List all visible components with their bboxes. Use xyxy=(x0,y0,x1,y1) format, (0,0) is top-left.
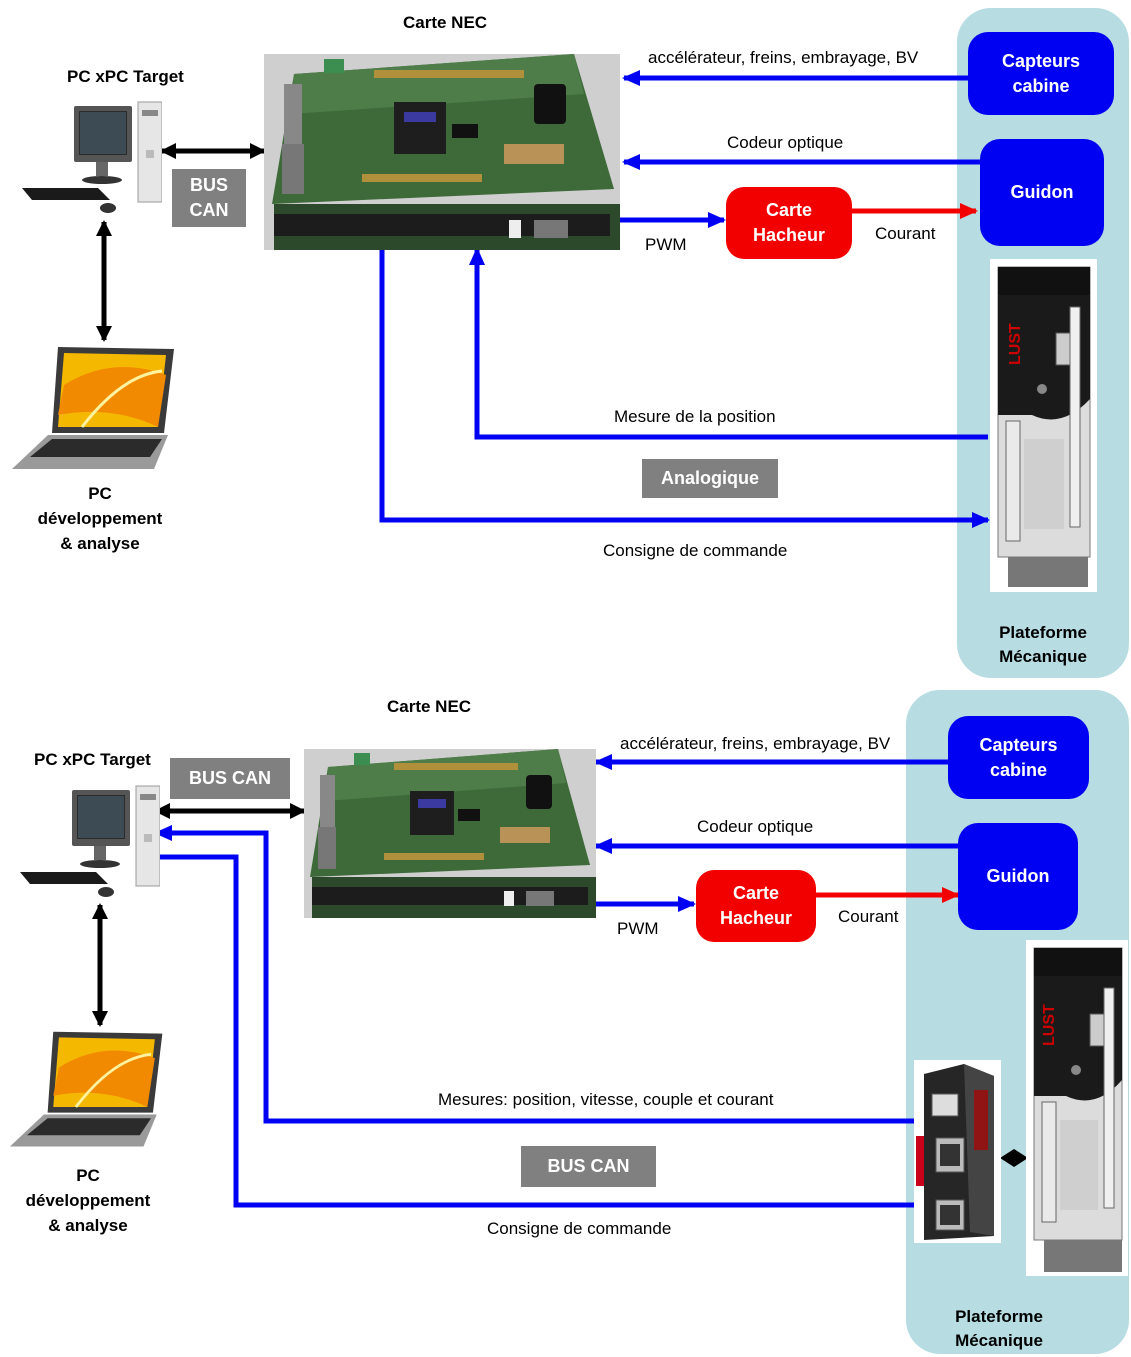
d2-guidon-box: Guidon xyxy=(958,823,1078,930)
d1-pc-target-label: PC xPC Target xyxy=(67,67,184,86)
d2-capteurs-line2: cabine xyxy=(989,759,1048,780)
d2-can-module-drawing xyxy=(916,1064,994,1240)
d2-can-module-photo xyxy=(914,1060,1001,1243)
svg-text:LUST: LUST xyxy=(1007,323,1024,365)
d2-pc-dev-line2: développement xyxy=(25,1191,151,1210)
d2-nec-board-photo xyxy=(304,749,596,918)
d1-capteurs-line2: cabine xyxy=(1012,75,1070,96)
d2-pc-dev-line3: & analyse xyxy=(48,1216,128,1235)
d2-pc-dev-line1: PC xyxy=(76,1166,100,1185)
d1-nec-board-drawing xyxy=(264,54,620,250)
d1-capteurs-line1: Capteurs xyxy=(1001,50,1081,71)
d1-pwm-label: PWM xyxy=(645,235,687,254)
d2-capteurs-line1: Capteurs xyxy=(979,734,1058,755)
d2-mesures-label: Mesures: position, vitesse, couple et co… xyxy=(438,1090,774,1109)
d2-codeur-label: Codeur optique xyxy=(697,817,814,836)
d2-pc-target-label: PC xPC Target xyxy=(34,750,151,769)
d1-plateforme-line2: Mécanique xyxy=(999,647,1087,666)
d2-lust-drive-drawing: LUST xyxy=(1033,947,1123,1272)
d1-lust-drive-drawing: LUST xyxy=(997,266,1091,587)
d1-plateforme-line1: Plateforme xyxy=(999,623,1087,642)
d1-mesure-label: Mesure de la position xyxy=(614,407,776,426)
d1-lust-drive-photo: LUST xyxy=(990,259,1097,592)
d1-nec-board-photo xyxy=(264,54,620,250)
d2-hacheur-line1: Carte xyxy=(732,883,780,903)
d1-bus-can-line2: CAN xyxy=(189,200,229,220)
d1-bus-can-badge: BUS CAN xyxy=(172,169,246,227)
d2-plateforme-line1: Plateforme xyxy=(955,1307,1043,1326)
d1-codeur-label: Codeur optique xyxy=(727,133,844,152)
d1-analogique-badge: Analogique xyxy=(642,459,778,498)
d2-wire-mesures xyxy=(154,825,918,1124)
d2-wire-consigne xyxy=(156,854,918,1208)
d2-card-title: Carte NEC xyxy=(387,697,472,716)
d2-nec-board-drawing xyxy=(304,749,596,918)
d1-pc-dev-line1: PC xyxy=(88,484,112,503)
d1-bus-can-line1: BUS xyxy=(189,175,228,195)
d2-diamond-link xyxy=(1000,1149,1028,1167)
d1-pc-dev-line3: & analyse xyxy=(60,534,140,553)
desktop-computer-icon xyxy=(22,101,162,213)
d2-desktop-computer-icon xyxy=(20,785,160,897)
d1-courant-label: Courant xyxy=(875,224,936,243)
d2-wires xyxy=(92,754,1028,1208)
d2-lust-drive-photo: LUST xyxy=(1026,940,1128,1276)
d2-bus-can-badge: BUS CAN xyxy=(170,758,290,799)
d1-wire-consigne xyxy=(379,250,990,528)
d1-pc-dev-line2: développement xyxy=(37,509,163,528)
svg-text:LUST: LUST xyxy=(1041,1004,1058,1046)
d1-wires xyxy=(96,70,990,528)
d1-card-title: Carte NEC xyxy=(403,13,488,32)
d2-plateforme-label: Plateforme Mécanique xyxy=(924,1305,1074,1353)
d1-pc-dev-label: PC développement & analyse xyxy=(30,481,170,556)
d1-capteurs-cabine-box: Capteurs cabine xyxy=(968,32,1114,115)
d2-courant-label: Courant xyxy=(838,907,899,926)
d2-capteurs-cabine-box: Capteurs cabine xyxy=(948,716,1089,799)
d2-hacheur-line2: Hacheur xyxy=(719,908,793,928)
d2-bus-can-bottom-badge: BUS CAN xyxy=(521,1146,656,1187)
d1-wire-mesure xyxy=(469,247,988,440)
d1-consigne-label: Consigne de commande xyxy=(603,541,788,560)
d2-pc-dev-label: PC développement & analyse xyxy=(18,1163,158,1238)
d1-hacheur-box: Carte Hacheur xyxy=(726,187,852,259)
d2-laptop-icon xyxy=(10,1031,163,1147)
d2-pwm-label: PWM xyxy=(617,919,659,938)
d2-plateforme-line2: Mécanique xyxy=(955,1331,1043,1350)
d1-plateforme-label: Plateforme Mécanique xyxy=(968,621,1118,669)
d2-sensors-label: accélérateur, freins, embrayage, BV xyxy=(620,734,891,753)
d1-laptop-icon xyxy=(12,347,174,469)
d1-guidon-box: Guidon xyxy=(980,139,1104,246)
d2-consigne-label: Consigne de commande xyxy=(487,1219,672,1238)
d1-hacheur-line1: Carte xyxy=(765,200,813,220)
d2-hacheur-box: Carte Hacheur xyxy=(696,870,816,942)
d1-hacheur-line2: Hacheur xyxy=(752,225,826,245)
d1-sensors-label: accélérateur, freins, embrayage, BV xyxy=(648,48,919,67)
